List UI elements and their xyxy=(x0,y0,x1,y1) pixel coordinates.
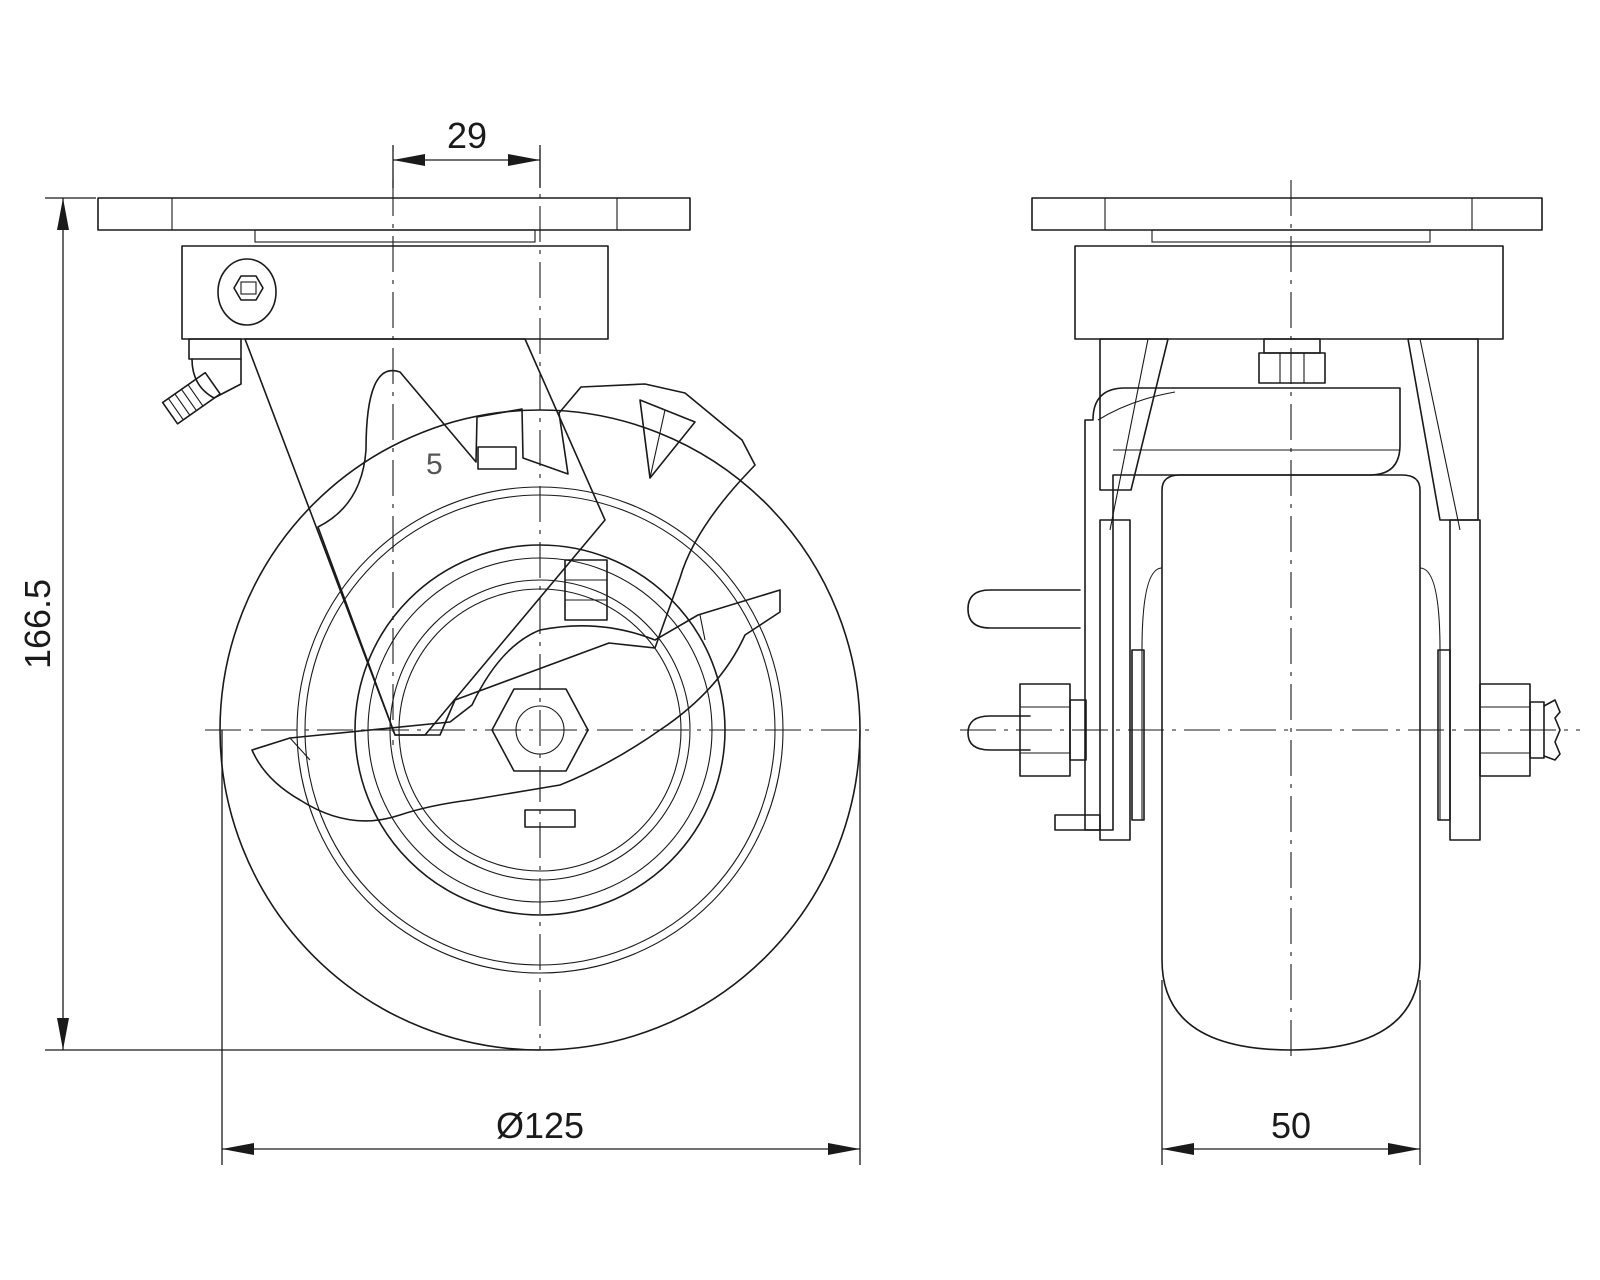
swivel-housing-side xyxy=(1074,245,1504,340)
side-view: 50 xyxy=(960,180,1580,1165)
axle-thread xyxy=(1543,699,1561,761)
dimension-offset-label: 29 xyxy=(447,115,487,156)
dimension-wheel-width-label: 50 xyxy=(1271,1105,1311,1146)
wheel-side xyxy=(1131,474,1451,1051)
grease-nipple xyxy=(161,338,242,425)
dimension-wheel-diameter-label: Ø125 xyxy=(496,1105,584,1146)
fork-leg xyxy=(244,338,606,736)
front-view: 5 29 xyxy=(17,115,870,1165)
top-plate xyxy=(97,197,691,243)
brake-pedal: 5 xyxy=(317,369,756,736)
top-plate-side xyxy=(1031,197,1543,243)
dimension-offset: 29 xyxy=(392,115,541,188)
brake-marker-label: 5 xyxy=(426,448,443,481)
brake-lever-stubs xyxy=(967,589,1101,831)
fork-legs-side xyxy=(1099,338,1481,841)
dimension-height: 166.5 xyxy=(17,197,540,1051)
dimension-wheel-width: 50 xyxy=(1161,980,1421,1165)
dimension-wheel-diameter: Ø125 xyxy=(221,730,861,1165)
dimension-height-label: 166.5 xyxy=(17,579,58,669)
swivel-housing xyxy=(181,245,609,340)
kingpin-nut xyxy=(1258,338,1326,384)
